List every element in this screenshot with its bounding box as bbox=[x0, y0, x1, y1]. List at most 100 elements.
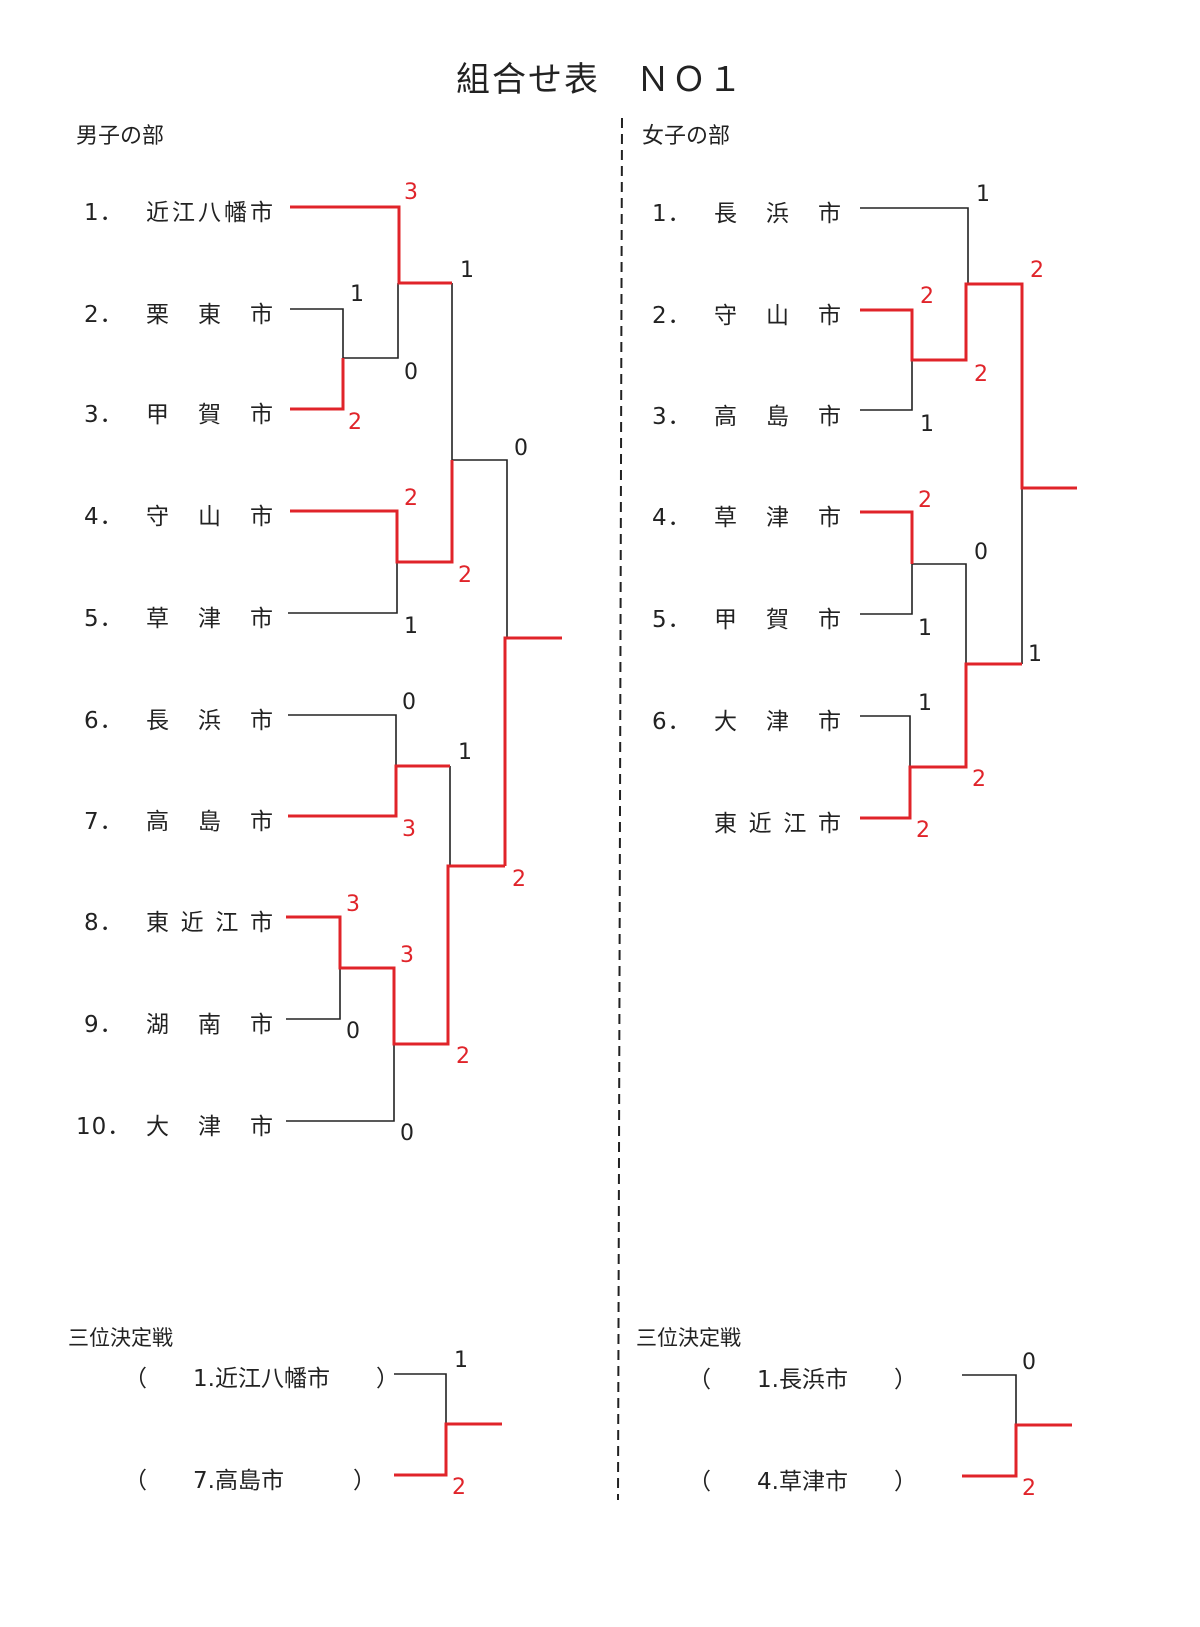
men-line-sf1-lose bbox=[452, 459, 508, 638]
men-line-omihachiman bbox=[290, 205, 452, 285]
team-number: 9． bbox=[84, 1012, 124, 1038]
men-score: 0 bbox=[404, 360, 418, 385]
men-team-4: 4． 守山市 bbox=[84, 497, 274, 531]
men-score: 1 bbox=[404, 614, 418, 639]
team-name: 長浜市 bbox=[146, 708, 274, 734]
men-score: 2 bbox=[348, 410, 362, 435]
team-name: 守山市 bbox=[146, 504, 274, 530]
team-number: 5． bbox=[84, 606, 124, 632]
women-team-4: 4． 草津市 bbox=[652, 498, 842, 532]
women-score: 1 bbox=[976, 182, 990, 207]
men-score: 0 bbox=[402, 690, 416, 715]
women-line-sf2-lose bbox=[912, 563, 967, 664]
team-number: 6． bbox=[652, 709, 692, 735]
women-line-nagahama bbox=[860, 207, 969, 284]
team-name: 甲賀市 bbox=[146, 402, 274, 428]
team-number: 5． bbox=[652, 607, 692, 633]
men-line-nagahama bbox=[288, 714, 397, 766]
team-number: 3． bbox=[652, 404, 692, 430]
team-number: 1． bbox=[652, 201, 692, 227]
men-third-line-omihachiman bbox=[394, 1373, 447, 1424]
women-score: 2 bbox=[918, 488, 932, 513]
men-line-higashiomi bbox=[286, 864, 505, 1046]
men-line-koka bbox=[290, 358, 345, 411]
women-score: 2 bbox=[920, 284, 934, 309]
team-number: 2． bbox=[652, 303, 692, 329]
men-third-line-takashima bbox=[394, 1422, 502, 1477]
women-score: 2 bbox=[974, 362, 988, 387]
women-third-score: 2 bbox=[1022, 1476, 1036, 1501]
women-line-koka bbox=[860, 564, 913, 615]
men-score: 3 bbox=[400, 943, 414, 968]
men-score: 2 bbox=[456, 1044, 470, 1069]
team-number: 8． bbox=[84, 910, 124, 936]
men-score: 3 bbox=[404, 180, 418, 205]
men-third-score: 2 bbox=[452, 1475, 466, 1500]
team-name: 栗東市 bbox=[146, 302, 274, 328]
men-score: 0 bbox=[400, 1121, 414, 1146]
men-line-final-win bbox=[503, 636, 562, 866]
team-number: 6． bbox=[84, 708, 124, 734]
women-team-3: 3． 高島市 bbox=[652, 397, 842, 431]
team-name: 草津市 bbox=[714, 505, 842, 531]
men-line-kurihara bbox=[290, 308, 344, 358]
men-score: 1 bbox=[350, 282, 364, 307]
men-score: 1 bbox=[458, 740, 472, 765]
men-line-otsu bbox=[286, 1044, 395, 1122]
men-section-heading: 男子の部 bbox=[76, 124, 165, 149]
men-third-place-entry-1: （ 1.近江八幡市 ） bbox=[124, 1366, 399, 1392]
men-third-score: 1 bbox=[454, 1348, 468, 1373]
team-number: 4． bbox=[652, 505, 692, 531]
men-team-6: 6． 長浜市 bbox=[84, 701, 274, 735]
women-score: 2 bbox=[972, 767, 986, 792]
team-name: 湖南市 bbox=[146, 1012, 274, 1038]
men-line-m1-lose bbox=[343, 283, 399, 359]
women-score: 0 bbox=[974, 540, 988, 565]
men-line-kusatsu bbox=[288, 562, 398, 614]
men-score: 3 bbox=[402, 817, 416, 842]
men-score: 3 bbox=[346, 892, 360, 917]
men-team-5: 5．草津市 bbox=[84, 599, 274, 633]
team-name: 東近江市 bbox=[146, 910, 274, 936]
men-score: 2 bbox=[512, 867, 526, 892]
men-score: 2 bbox=[458, 563, 472, 588]
men-team-2: 2．栗東市 bbox=[84, 295, 274, 329]
team-number: 10． bbox=[76, 1114, 132, 1140]
team-name: 大津市 bbox=[714, 709, 842, 735]
women-third-score: 0 bbox=[1022, 1350, 1036, 1375]
men-third-place-entry-2: （ 7.高島市 ） bbox=[124, 1468, 376, 1494]
women-score: 2 bbox=[916, 818, 930, 843]
team-name: 大津市 bbox=[146, 1114, 274, 1140]
women-line-higashiomi bbox=[860, 662, 1022, 820]
men-team-7: 7．高島市 bbox=[84, 802, 274, 836]
women-line-takashima bbox=[860, 360, 913, 411]
women-team-5: 5． 甲賀市 bbox=[652, 600, 842, 634]
team-name: 守山市 bbox=[714, 303, 842, 329]
men-team-9: 9． 湖南市 bbox=[84, 1005, 274, 1039]
men-score: 2 bbox=[404, 486, 418, 511]
women-line-kusatsu bbox=[860, 510, 914, 564]
team-name: 長浜市 bbox=[714, 201, 842, 227]
women-third-line-kusatsu bbox=[962, 1423, 1072, 1478]
men-score: 0 bbox=[514, 436, 528, 461]
women-team-1: 1． 長浜市 bbox=[652, 194, 842, 228]
women-team-2: 2． 守山市 bbox=[652, 296, 842, 330]
men-third-place-heading: 三位決定戦 bbox=[68, 1326, 173, 1350]
women-score: 2 bbox=[1030, 258, 1044, 283]
team-number: 1． bbox=[84, 200, 124, 226]
team-name: 甲賀市 bbox=[714, 607, 842, 633]
women-score: 1 bbox=[918, 691, 932, 716]
team-name: 高島市 bbox=[714, 404, 842, 430]
women-section-heading: 女子の部 bbox=[642, 124, 731, 149]
men-score: 0 bbox=[346, 1019, 360, 1044]
women-team-7: 東近江市 bbox=[652, 804, 842, 838]
women-third-place-entry-2: （ 4.草津市 ） bbox=[688, 1469, 917, 1495]
men-team-3: 3． 甲賀市 bbox=[84, 395, 274, 429]
team-number: 4． bbox=[84, 504, 124, 530]
men-team-8: 8． 東近江市 bbox=[84, 903, 274, 937]
team-number: 3． bbox=[84, 402, 124, 428]
men-score: 1 bbox=[460, 258, 474, 283]
team-number: 7． bbox=[84, 809, 124, 835]
men-line-konan bbox=[286, 968, 341, 1020]
